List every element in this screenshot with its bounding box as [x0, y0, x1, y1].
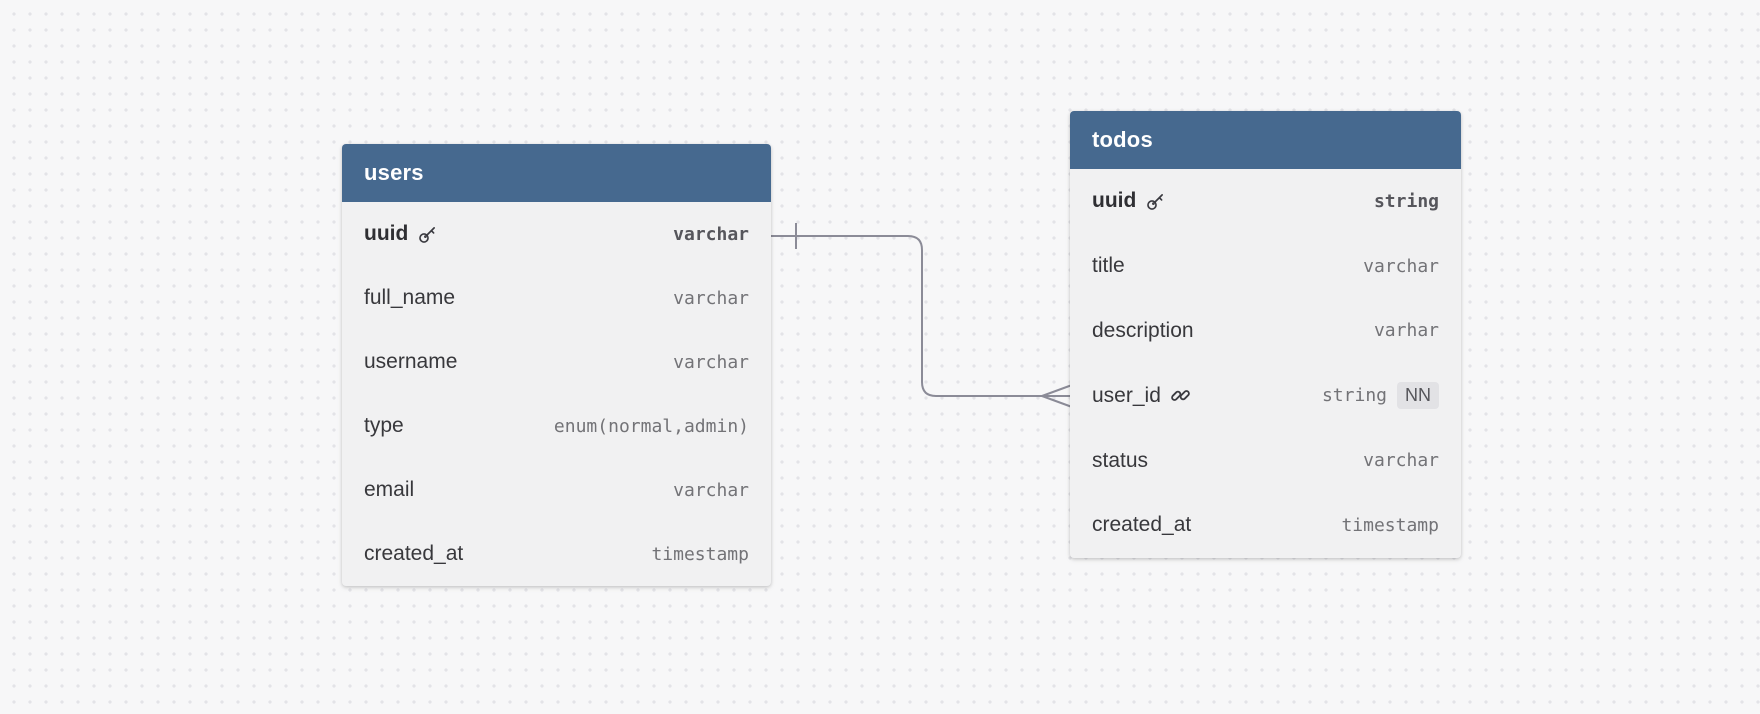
field-type: timestamp — [651, 543, 749, 565]
field-row-todos-description[interactable]: description varhar — [1070, 299, 1461, 364]
field-type: string — [1373, 190, 1439, 212]
field-name: uuid — [1092, 189, 1137, 213]
field-row-users-username[interactable]: username varchar — [342, 330, 771, 394]
field-name: user_id — [1092, 383, 1161, 407]
field-name: created_at — [364, 542, 464, 565]
connector-path — [760, 235, 1072, 397]
field-type: timestamp — [1341, 514, 1439, 536]
field-type: varchar — [673, 351, 749, 373]
table-title: todos — [1092, 127, 1153, 152]
table-title: users — [364, 160, 424, 185]
field-row-todos-title[interactable]: title varchar — [1070, 234, 1461, 299]
foreign-key-link-icon — [1170, 385, 1191, 406]
field-row-users-created-at[interactable]: created_at timestamp — [342, 522, 771, 586]
field-name: status — [1092, 448, 1149, 472]
field-name: full_name — [364, 286, 456, 309]
field-name: description — [1092, 318, 1194, 342]
table-users: users uuid varchar — [342, 144, 771, 586]
primary-key-icon — [417, 224, 438, 245]
not-null-badge: NN — [1397, 382, 1439, 410]
field-type: varchar — [673, 223, 749, 245]
field-row-users-full-name[interactable]: full_name varchar — [342, 266, 771, 330]
field-row-todos-user-id[interactable]: user_id string NN — [1070, 363, 1461, 428]
table-todos-body: uuid string title varchar — [1070, 169, 1461, 558]
field-type: varhar — [1373, 320, 1439, 342]
field-row-users-email[interactable]: email varchar — [342, 458, 771, 522]
field-name: title — [1092, 254, 1125, 278]
table-users-body: uuid varchar full_name varchar — [342, 202, 771, 586]
field-type: varchar — [1363, 255, 1439, 277]
table-todos: todos uuid string — [1070, 111, 1461, 558]
cardinality-many-crowfoot — [1041, 384, 1073, 408]
field-type: varchar — [673, 479, 749, 501]
field-row-todos-status[interactable]: status varchar — [1070, 428, 1461, 493]
field-name: username — [364, 350, 458, 373]
field-name: uuid — [364, 222, 409, 245]
field-row-todos-uuid[interactable]: uuid string — [1070, 169, 1461, 234]
field-type: string — [1321, 385, 1387, 407]
primary-key-icon — [1145, 191, 1166, 212]
field-name: created_at — [1092, 513, 1192, 537]
field-type: varchar — [673, 287, 749, 309]
field-row-todos-created-at[interactable]: created_at timestamp — [1070, 493, 1461, 558]
field-type: varchar — [1363, 450, 1439, 472]
table-users-header[interactable]: users — [342, 144, 771, 202]
field-name: type — [364, 414, 404, 437]
table-todos-header[interactable]: todos — [1070, 111, 1461, 169]
field-name: email — [364, 478, 415, 501]
field-row-users-type[interactable]: type enum(normal,admin) — [342, 394, 771, 458]
field-row-users-uuid[interactable]: uuid varchar — [342, 202, 771, 266]
field-type: enum(normal,admin) — [553, 415, 749, 437]
